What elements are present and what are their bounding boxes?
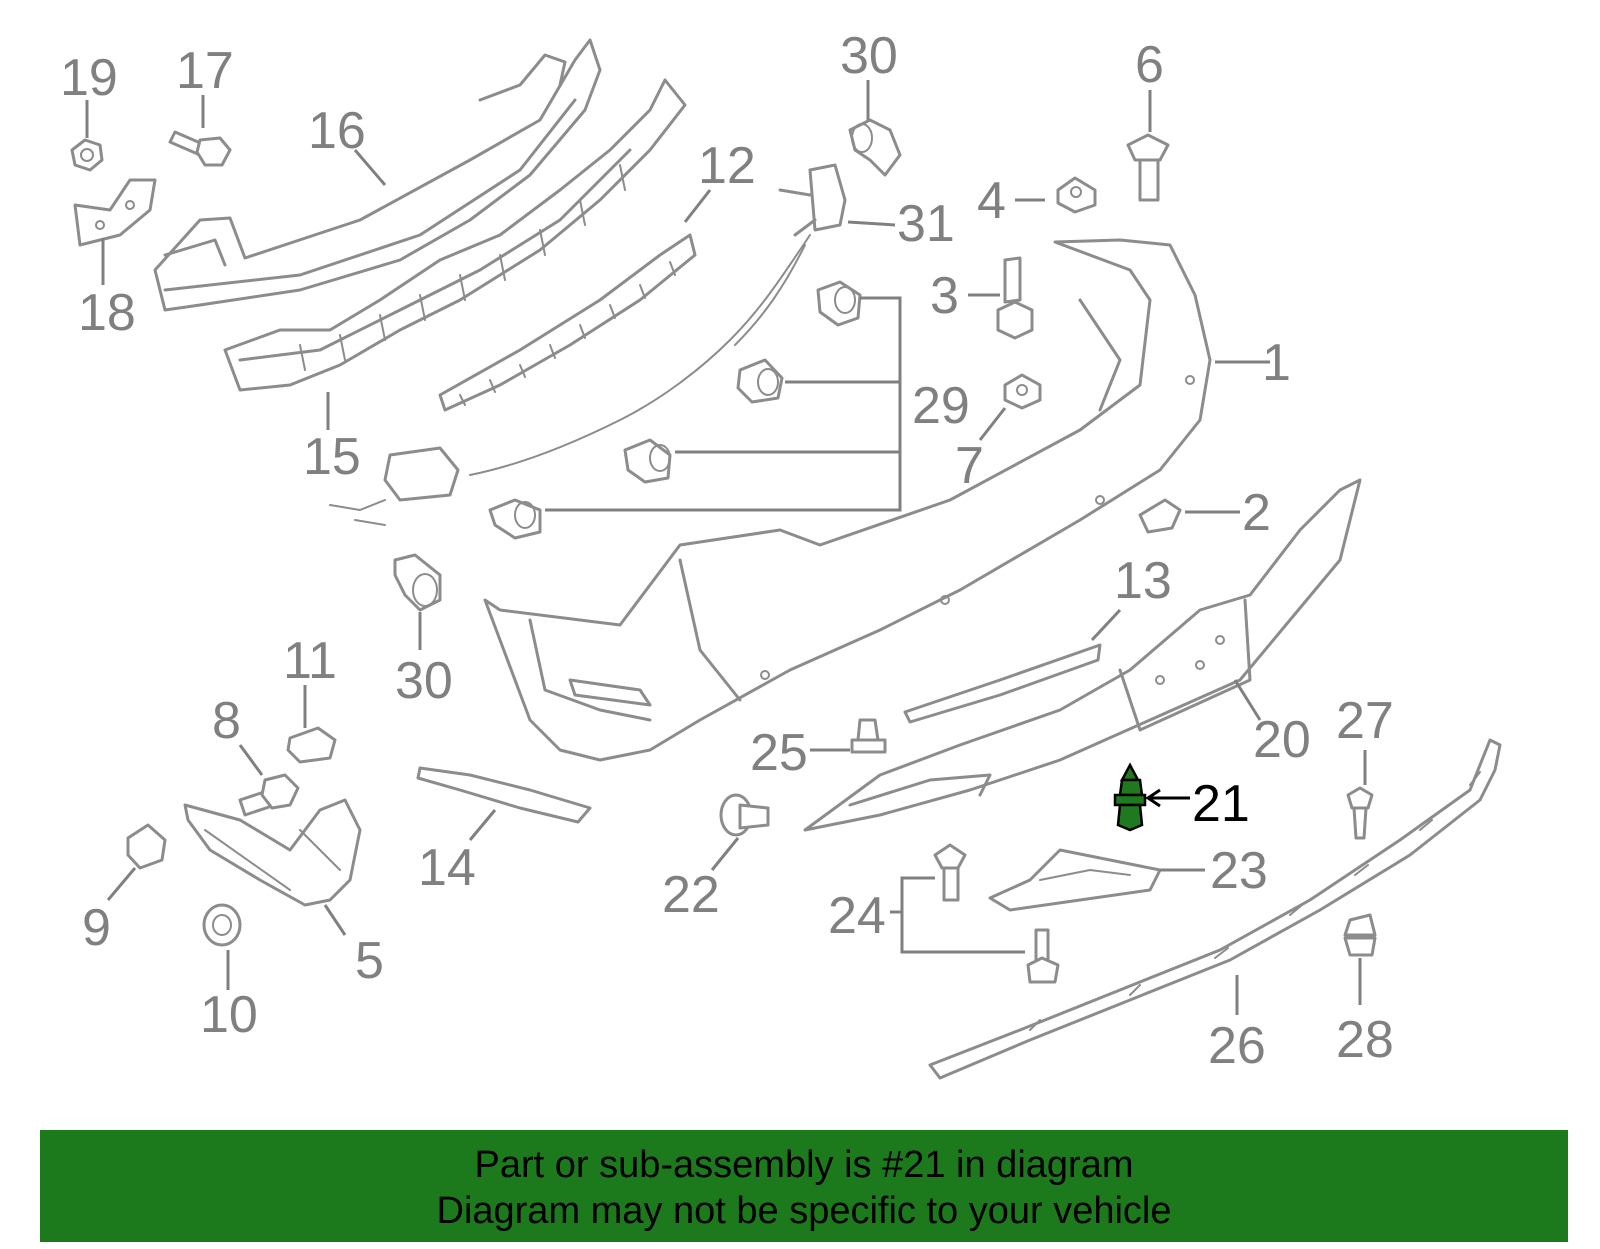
callout-14: 14 — [418, 839, 476, 897]
part-7-nut[interactable] — [1003, 373, 1042, 410]
part-16-reinforcement-bar[interactable] — [153, 38, 602, 312]
callout-21: 21 — [1192, 775, 1250, 833]
part-29-sensor-c[interactable] — [623, 438, 672, 484]
part-13-strip[interactable] — [903, 643, 1102, 724]
harness-connector[interactable] — [329, 446, 460, 526]
part-9-clip[interactable] — [126, 823, 167, 870]
part-28-clip[interactable] — [1343, 913, 1377, 957]
part-25-clip[interactable] — [850, 718, 887, 754]
leader-lines — [85, 80, 1367, 1015]
callout-22: 22 — [662, 866, 720, 924]
callout-31: 31 — [897, 195, 955, 253]
part-12-bracket-strip[interactable] — [438, 233, 697, 412]
part-14-reflector[interactable] — [416, 766, 592, 824]
callout-3: 3 — [930, 267, 959, 325]
callout-5: 5 — [355, 932, 384, 990]
callout-13: 13 — [1114, 552, 1172, 610]
part-17-bolt[interactable] — [168, 130, 232, 167]
callout-23: 23 — [1210, 842, 1268, 900]
callout-6: 6 — [1135, 36, 1164, 94]
part-notice-line: Part or sub-assembly is #21 in diagram — [474, 1144, 1134, 1186]
part-31-harness[interactable] — [469, 163, 847, 476]
callout-29: 29 — [912, 377, 970, 435]
callout-18: 18 — [78, 284, 136, 342]
part-notice-banner: Part or sub-assembly is #21 in diagram D… — [40, 1130, 1568, 1242]
part-22-grommet[interactable] — [719, 793, 770, 837]
callout-4: 4 — [977, 172, 1006, 230]
part-10-plug[interactable] — [202, 903, 242, 947]
callout-1: 1 — [1262, 334, 1291, 392]
callout-20: 20 — [1253, 711, 1311, 769]
part-1-bumper-cover[interactable] — [483, 238, 1212, 762]
part-11-clip[interactable] — [286, 726, 337, 764]
part-19-nut[interactable] — [70, 138, 104, 172]
callout-10: 10 — [200, 986, 258, 1044]
callout-28: 28 — [1336, 1011, 1394, 1069]
part-6-bolt[interactable] — [1126, 133, 1170, 202]
part-30-sensor-top[interactable] — [848, 118, 902, 177]
part-29-sensor-a[interactable] — [816, 280, 862, 327]
part-18-bracket[interactable] — [73, 178, 157, 247]
part-8-bolt[interactable] — [238, 773, 300, 817]
callout-7: 7 — [955, 437, 984, 495]
part-29-sensors[interactable] — [488, 280, 862, 540]
part-29-sensor-b[interactable] — [736, 358, 784, 404]
callout-9: 9 — [82, 899, 111, 957]
callout-11: 11 — [283, 632, 337, 690]
callout-8: 8 — [212, 692, 241, 750]
callout-19: 19 — [60, 49, 118, 107]
callout-17: 17 — [176, 42, 234, 100]
callout-26: 26 — [1208, 1017, 1266, 1075]
part-24-bolt-lower[interactable] — [1026, 928, 1060, 984]
callout-12: 12 — [698, 137, 756, 195]
parts-diagram: 19 17 16 18 15 12 30 31 6 4 3 1 29 7 2 1… — [60, 27, 1502, 1080]
part-4-nut[interactable] — [1056, 176, 1097, 214]
part-3-bolt[interactable] — [996, 256, 1034, 340]
part-26-trim-strip[interactable] — [928, 738, 1502, 1080]
part-24-bolt-upper[interactable] — [933, 843, 967, 902]
callout-27: 27 — [1336, 692, 1394, 750]
callout-2: 2 — [1242, 484, 1271, 542]
callout-24: 24 — [828, 887, 886, 945]
callout-numbers: 19 17 16 18 15 12 30 31 6 4 3 1 29 7 2 1… — [60, 27, 1394, 1075]
callout-25: 25 — [750, 724, 808, 782]
part-2-clip[interactable] — [1138, 498, 1182, 534]
callout-15: 15 — [303, 428, 361, 486]
part-30-sensor-bottom[interactable] — [393, 553, 442, 612]
part-23-lamp[interactable] — [988, 848, 1162, 912]
callout-16: 16 — [308, 102, 366, 160]
part-27-screw[interactable] — [1346, 786, 1374, 840]
disclaimer-line: Diagram may not be specific to your vehi… — [436, 1190, 1172, 1232]
callout-30-bottom: 30 — [395, 652, 453, 710]
part-21-push-pin[interactable] — [1113, 762, 1147, 832]
callout-30-top: 30 — [840, 27, 898, 85]
part-15-energy-absorber[interactable] — [223, 78, 687, 392]
part-20-diffuser[interactable] — [803, 478, 1362, 832]
part-29-sensor-d[interactable] — [488, 498, 542, 540]
part-5-bracket[interactable] — [183, 798, 362, 907]
